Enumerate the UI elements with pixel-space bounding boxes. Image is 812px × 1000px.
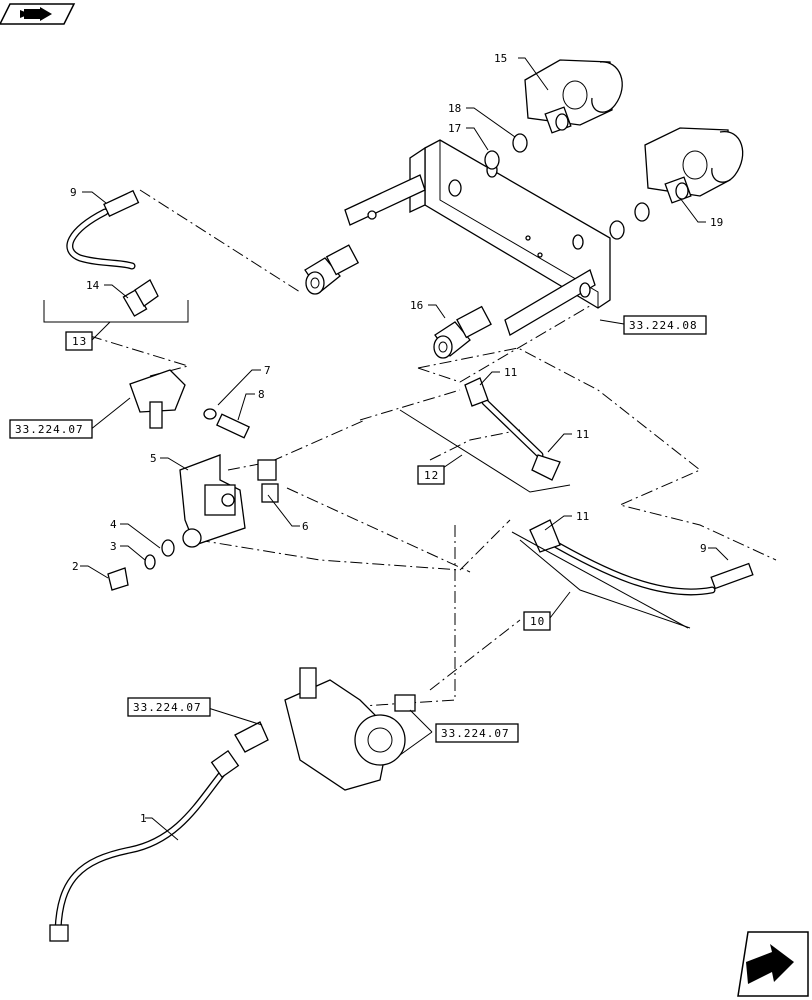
ref-33-224-07-pump-right[interactable]: 33.224.07 — [441, 727, 510, 740]
box-10-label: 10 — [530, 615, 545, 628]
box-13 — [65, 331, 93, 351]
adapter-fitting-16 — [433, 305, 492, 359]
guide-lines — [89, 189, 777, 711]
callout-9-lower: 9 — [700, 542, 707, 555]
leader-lines — [80, 57, 729, 841]
callout-3: 3 — [110, 540, 117, 553]
callout-15: 15 — [494, 52, 507, 65]
ref-33-224-07-pump-left[interactable]: 33.224.07 — [133, 701, 202, 714]
ref-33-224-08[interactable]: 33.224.08 — [629, 319, 698, 332]
hose-10 — [529, 519, 754, 596]
book-arrow-icon[interactable] — [0, 3, 76, 25]
callout-4: 4 — [110, 518, 117, 531]
callout-11-b: 11 — [576, 428, 589, 441]
box-12-label: 12 — [424, 469, 439, 482]
callout-9-upper: 9 — [70, 186, 77, 199]
callout-labels: 15 18 17 9 14 19 16 11 11 11 9 7 8 5 6 4… — [70, 52, 723, 825]
hose-12 — [464, 377, 561, 481]
callout-14: 14 — [86, 279, 100, 292]
ref-33-224-07-left[interactable]: 33.224.07 — [15, 423, 84, 436]
callout-18: 18 — [448, 102, 461, 115]
callout-2: 2 — [72, 560, 79, 573]
o-rings — [484, 133, 650, 240]
short-hose-13 — [66, 189, 159, 317]
reference-labels: 33.224.07 33.224.08 33.224.07 33.224.07 — [9, 315, 707, 743]
coupling-head-19 — [644, 127, 744, 204]
callout-19: 19 — [710, 216, 723, 229]
box-10 — [523, 611, 551, 631]
hose-1 — [49, 721, 269, 942]
callout-16: 16 — [410, 299, 423, 312]
next-page-arrow-icon[interactable] — [737, 931, 809, 997]
boxed-labels: 13 12 10 — [65, 331, 551, 631]
mounting-bracket — [344, 139, 611, 336]
tee-fitting — [129, 369, 186, 429]
box-12 — [417, 465, 445, 485]
pump-assembly — [284, 667, 416, 791]
fasteners — [107, 408, 250, 591]
callout-6: 6 — [302, 520, 309, 533]
box-13-label: 13 — [72, 335, 87, 348]
callout-5: 5 — [150, 452, 157, 465]
callout-8: 8 — [258, 388, 265, 401]
callout-1: 1 — [140, 812, 147, 825]
callout-11-c: 11 — [576, 510, 589, 523]
assembly-brackets — [43, 300, 691, 629]
callout-7: 7 — [264, 364, 271, 377]
callout-11-a: 11 — [504, 366, 517, 379]
adapter-fitting-upper — [304, 244, 360, 295]
coupling-head-15 — [524, 59, 623, 134]
callout-17: 17 — [448, 122, 461, 135]
valve-5 — [179, 454, 279, 548]
